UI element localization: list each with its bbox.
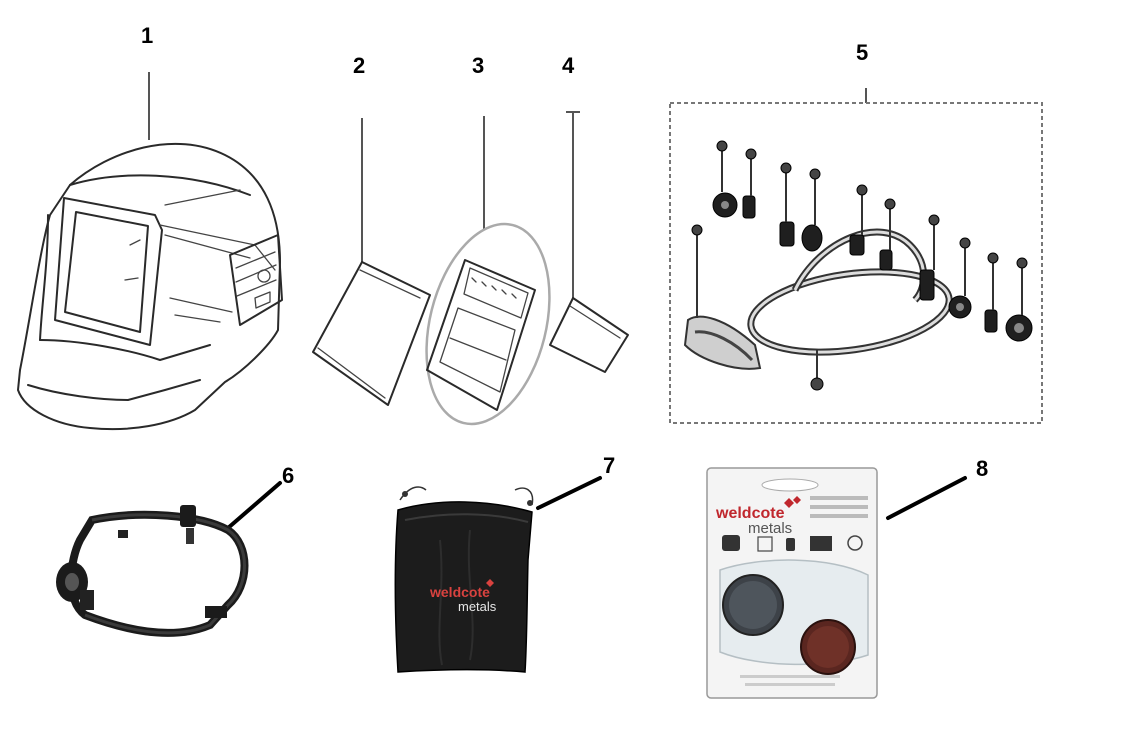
part-number-label: 5 [856, 40, 869, 65]
storage-bag-icon: weldcote metals [394, 476, 602, 673]
part-number-label: 3 [472, 53, 485, 78]
part-number-label: 6 [282, 463, 295, 488]
pack-brand-name-part2: metals [748, 520, 792, 537]
part-number-label: 1 [141, 23, 154, 48]
auto-darkening-filter-icon [425, 116, 551, 426]
outer-cover-lens-icon [312, 118, 431, 406]
headgear-assembly-exploded-icon [669, 88, 1043, 424]
pack-brand-name-part1: weldcote [715, 505, 785, 522]
part-number-label: 2 [353, 53, 366, 78]
brand-name-part2: metals [458, 599, 497, 614]
part-number-label: 4 [562, 53, 575, 78]
battery-usage-icons [722, 535, 863, 552]
part-number-label: 8 [976, 456, 989, 481]
inner-cover-lens-icon [549, 111, 629, 373]
welding-helmet-icon [17, 72, 283, 431]
headgear-photo-icon [56, 481, 282, 637]
battery-blister-pack-icon: weldcote metals [706, 467, 967, 699]
part-number-label: 7 [603, 453, 616, 478]
brand-name-part1: weldcote [429, 584, 490, 600]
